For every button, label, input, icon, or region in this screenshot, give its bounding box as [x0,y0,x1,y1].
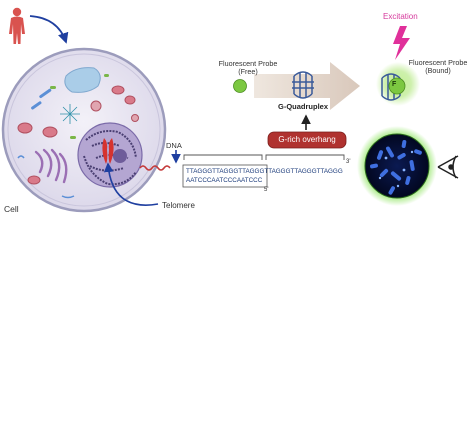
free-probe-icon [233,79,247,93]
lightning-bolt-icon [393,26,410,60]
eye-icon [437,155,459,179]
bound-quadruplex-icon [381,73,401,101]
human-figure-icon [9,7,25,44]
dna-label: DNA [166,141,182,150]
binding-arrow [254,62,360,110]
figure-to-cell-arrow [29,15,69,44]
bottom-strand-sequence: AATCCCAATCCCAATCCC [186,177,263,184]
g-quadruplex-icon [292,71,314,99]
telomere-label: Telomere [162,201,195,210]
g-quadruplex-label: G-Quadruplex [278,102,329,111]
five-prime-end: 5' [264,187,269,193]
probe-free-label-line2: (Free) [238,67,258,76]
g-rich-overhang-box [267,131,347,149]
dna-duplex-box [182,164,268,188]
probe-bound-label-line1: Fluorescent Probe [408,58,468,67]
sequence-bracket [183,154,345,160]
probe-free-label-line1: Fluorescent Probe [218,59,278,68]
cell [1,47,171,213]
bound-probe-icon [388,77,406,95]
g-rich-overhang-label: G-rich overhang [278,135,336,144]
microscopy-image [357,126,437,206]
excitation-label: Excitation [383,12,418,21]
cell-label: Cell [4,204,19,214]
probe-bound-label-line2: (Bound) [425,66,451,75]
probe-letter: F [392,81,397,88]
top-strand-sequence: TTAGGGTTAGGGTTAGGGTTAGGGTTAGGGTTAGGG [186,168,343,175]
three-prime-end: 3' [346,159,351,165]
